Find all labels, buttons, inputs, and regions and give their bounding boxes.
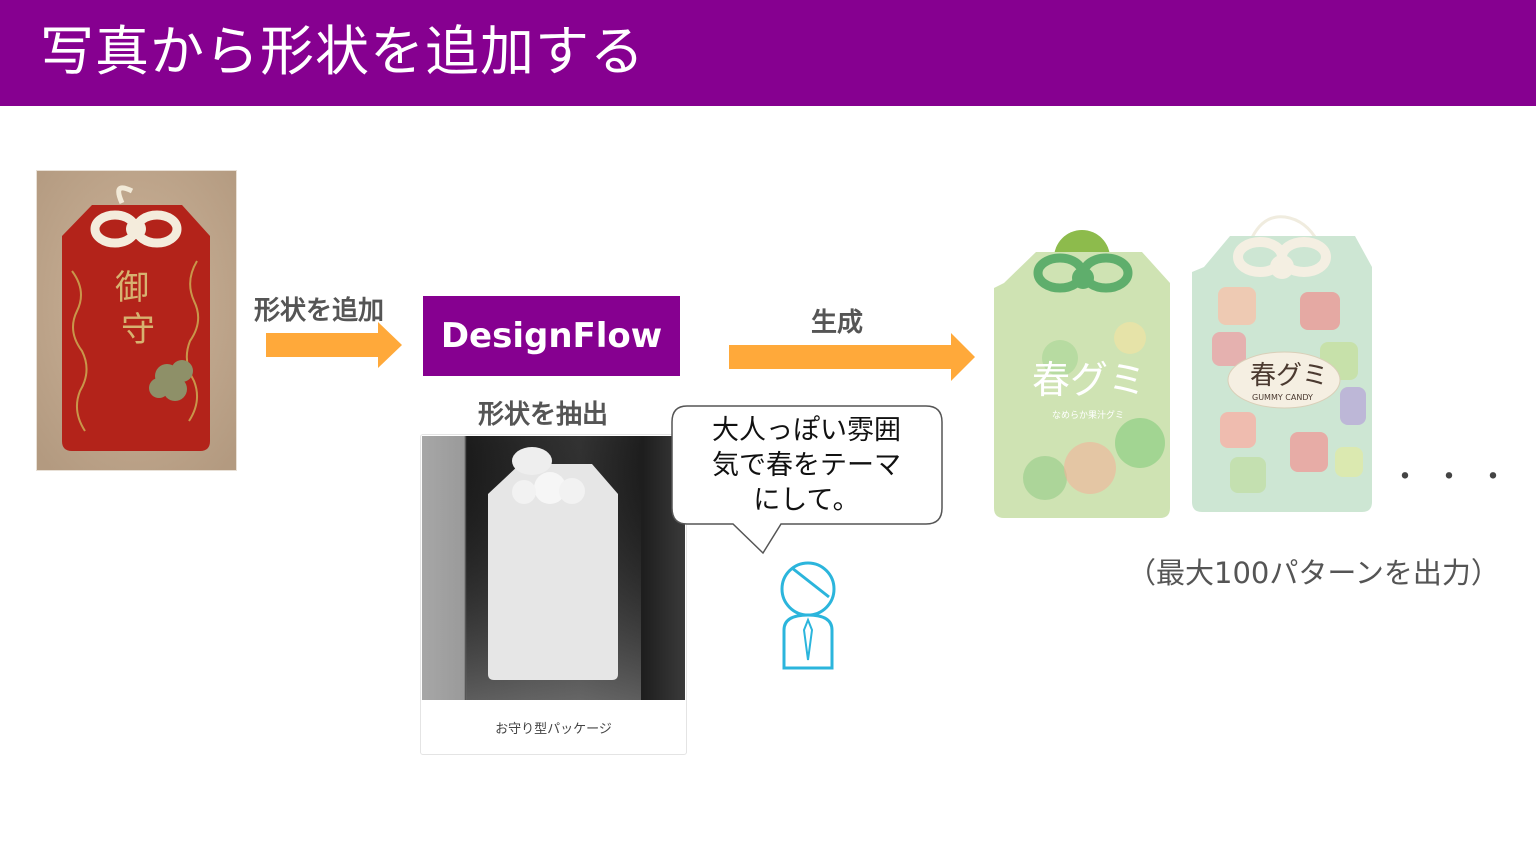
- page-title: 写真から形状を追加する: [40, 20, 645, 83]
- header-bar: 写真から形状を追加する: [0, 0, 1536, 106]
- speech-line-2: 気で春をテーマ: [712, 450, 901, 481]
- arrow-add-icon: [266, 322, 402, 368]
- output-package-1: 春グミ なめらか果汁グミ: [994, 230, 1170, 518]
- output-package-2: 春グミ GUMMY CANDY: [1192, 215, 1372, 512]
- omamori-kanji-2: 守: [121, 310, 155, 350]
- speech-line-3: にして。: [753, 485, 860, 516]
- extract-shape-label: 形状を抽出: [478, 400, 609, 430]
- package-1-subtitle: なめらか果汁グミ: [1052, 409, 1124, 421]
- speech-bubble: 大人っぽい雰囲 気で春をテーマ にして。: [671, 405, 943, 555]
- omamori-photo: 御 守: [36, 170, 237, 471]
- card-caption: お守り型パッケージ: [495, 722, 612, 737]
- more-ellipsis: ・・・: [1390, 460, 1522, 495]
- person-icon: [780, 561, 836, 670]
- designflow-box: DesignFlow: [423, 296, 680, 376]
- max-patterns-note: （最大100パターンを出力）: [1127, 556, 1500, 590]
- package-1-name: 春グミ: [1032, 358, 1146, 402]
- package-2-name: 春グミ: [1250, 361, 1328, 391]
- add-shape-label: 形状を追加: [254, 296, 385, 326]
- extracted-shape-card[interactable]: お守り型パッケージ: [420, 434, 687, 755]
- package-2-subtitle: GUMMY CANDY: [1252, 393, 1313, 402]
- depth-map-image: [422, 436, 685, 700]
- speech-line-1: 大人っぽい雰囲: [712, 415, 901, 446]
- omamori-kanji-1: 御: [115, 268, 149, 308]
- arrow-generate-icon: [729, 333, 975, 381]
- generate-label: 生成: [811, 308, 864, 338]
